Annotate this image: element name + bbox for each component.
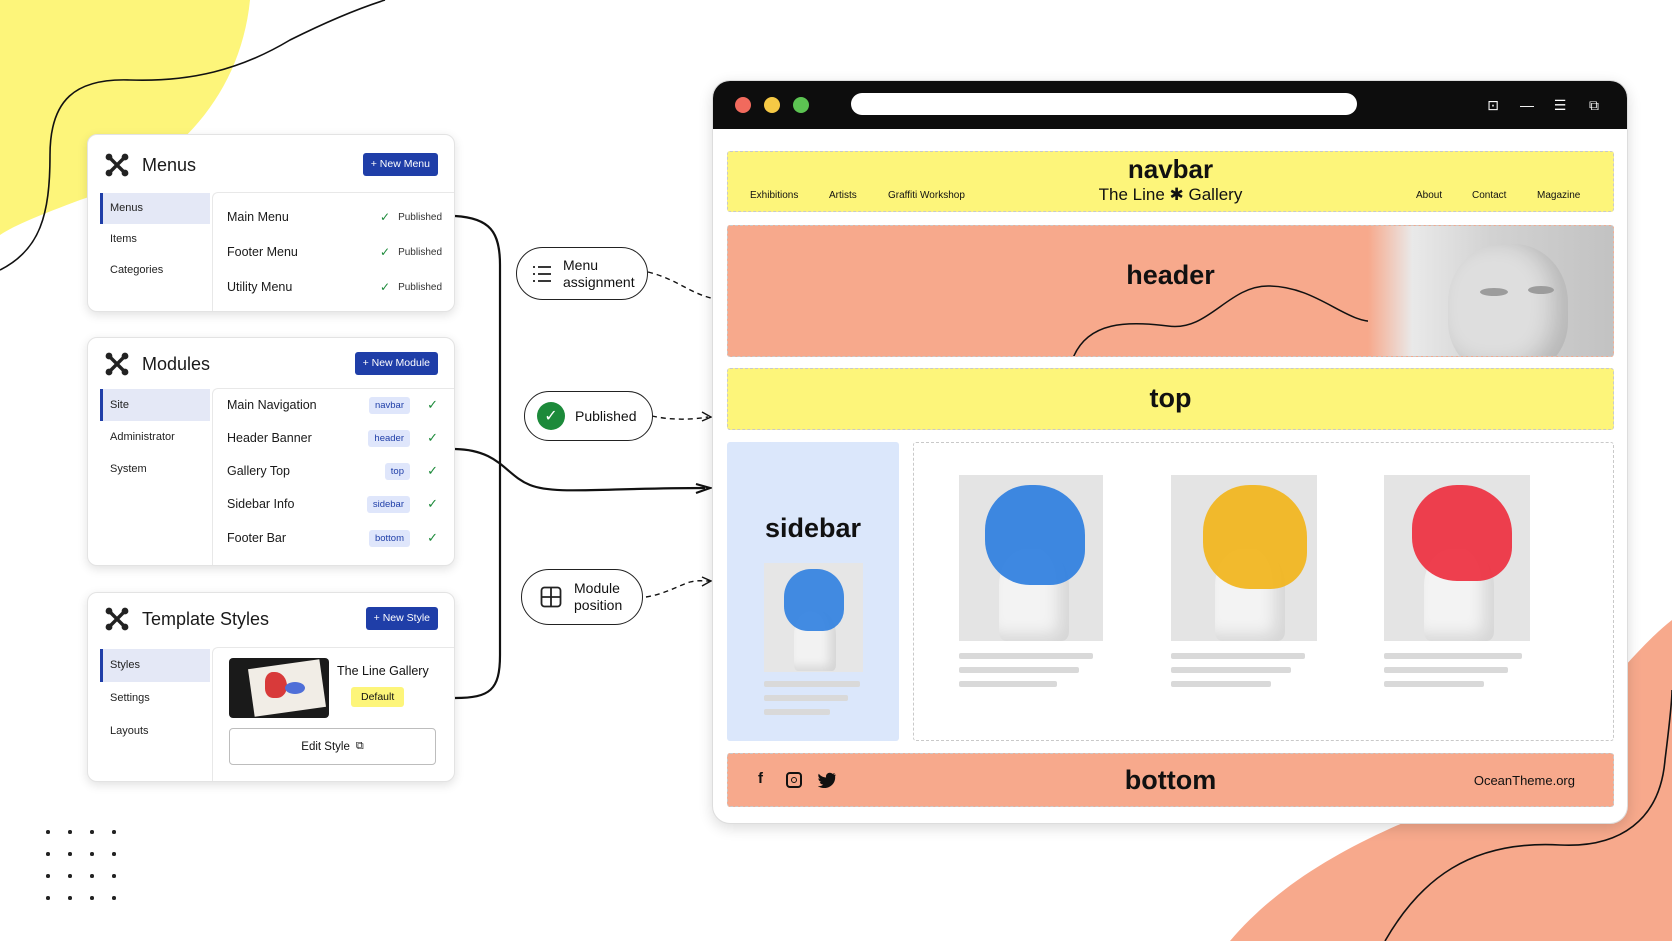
style-name: The Line Gallery [337, 664, 429, 678]
zone-label-header: header [1126, 260, 1215, 290]
gallery-image [959, 475, 1103, 641]
nav-link-magazine[interactable]: Magazine [1537, 190, 1581, 201]
sidebar-item-settings[interactable]: Settings [110, 692, 150, 704]
maximize-window-dot[interactable] [793, 97, 809, 113]
browser-titlebar: ⊡ — ☰ ⧉ [713, 81, 1627, 129]
style-panel: The Line Gallery Default Edit Style ⧉ [212, 647, 454, 781]
settings-icon[interactable]: ☰ [1553, 97, 1567, 113]
check-icon: ✓ [427, 397, 438, 412]
site-credit[interactable]: OceanTheme.org [1473, 773, 1575, 788]
position-badge: top [384, 462, 410, 480]
header-zone: header [727, 225, 1614, 357]
check-icon: ✓ [380, 245, 391, 259]
menu-list: Main Menu✓Published Footer Menu✓Publishe… [212, 192, 454, 311]
gallery-image [1171, 475, 1317, 641]
bottom-zone: f bottom OceanTheme.org [727, 753, 1614, 807]
facebook-icon[interactable]: f [758, 770, 763, 787]
zone-label-sidebar: sidebar [764, 513, 862, 543]
navbar-zone: navbar The Line ✱ Gallery Exhibitions Ar… [727, 151, 1614, 212]
published-label: ✓ Published [524, 391, 653, 441]
twitter-icon[interactable] [818, 772, 836, 788]
position-badge: navbar [368, 396, 410, 414]
check-circle-icon: ✓ [537, 402, 565, 430]
zone-label-top: top [1149, 383, 1192, 413]
sidebar-item-styles[interactable]: Styles [100, 649, 210, 682]
brand-name: The Line ✱ Gallery [1098, 185, 1243, 204]
nav-link-artists[interactable]: Artists [829, 190, 857, 201]
edit-style-button[interactable]: Edit Style ⧉ [229, 728, 436, 765]
minimize-window-dot[interactable] [764, 97, 780, 113]
check-icon: ✓ [427, 496, 438, 511]
new-style-button[interactable]: + New Style [365, 607, 438, 630]
menus-card: Menus + New Menu Menus Items Categories … [87, 134, 455, 312]
new-menu-button[interactable]: + New Menu [362, 153, 438, 176]
gallery-image [1384, 475, 1530, 641]
check-icon: ✓ [380, 210, 391, 224]
modules-card: Modules + New Module Site Administrator … [87, 337, 455, 566]
gallery-card[interactable] [959, 475, 1109, 687]
sidebar-image [764, 563, 863, 672]
list-item[interactable]: Utility Menu✓Published [227, 280, 442, 294]
default-badge: Default [351, 687, 405, 707]
joomla-icon [105, 153, 129, 177]
zone-label-navbar: navbar [1127, 154, 1214, 184]
sidebar-zone: sidebar [727, 442, 899, 741]
list-icon [533, 265, 551, 282]
sidebar-item-system[interactable]: System [110, 463, 147, 475]
expand-icon[interactable]: ⧉ [1589, 97, 1599, 113]
joomla-icon [105, 352, 129, 376]
zone-label-bottom: bottom [1124, 765, 1217, 795]
sidebar-item-layouts[interactable]: Layouts [110, 725, 149, 737]
external-link-icon: ⧉ [355, 740, 364, 752]
top-zone: top [727, 368, 1614, 430]
list-item[interactable]: Main Menu✓Published [227, 210, 442, 224]
minimize-icon[interactable]: — [1520, 97, 1534, 113]
nav-link-about[interactable]: About [1416, 190, 1443, 201]
check-icon: ✓ [427, 463, 438, 478]
statue-head-image [1368, 226, 1613, 356]
sidebar-item-site[interactable]: Site [100, 389, 210, 421]
position-badge: header [368, 429, 410, 447]
nav-link-graffiti-workshop[interactable]: Graffiti Workshop [888, 190, 965, 201]
gallery-card[interactable] [1384, 475, 1534, 687]
card-title: Template Styles [142, 608, 270, 629]
position-badge: sidebar [366, 495, 410, 513]
sidebar-item-administrator[interactable]: Administrator [110, 431, 175, 443]
browser-window: ⊡ — ☰ ⧉ navbar The Line ✱ Gallery Exhibi… [712, 80, 1628, 824]
sidebar-item-categories[interactable]: Categories [110, 264, 164, 276]
card-title: Modules [142, 353, 211, 374]
check-icon: ✓ [427, 430, 438, 445]
address-bar[interactable] [851, 93, 1357, 115]
sidebar-item-menus[interactable]: Menus [100, 193, 210, 224]
instagram-icon[interactable] [786, 772, 802, 788]
sidebar-item-items[interactable]: Items [110, 233, 137, 245]
nav-link-contact[interactable]: Contact [1472, 190, 1507, 201]
check-icon: ✓ [380, 280, 391, 294]
screenshot-icon[interactable]: ⊡ [1487, 97, 1499, 113]
close-window-dot[interactable] [735, 97, 751, 113]
gallery-card[interactable] [1171, 475, 1321, 687]
grid-icon [540, 586, 562, 608]
list-item[interactable]: Footer Menu✓Published [227, 245, 442, 259]
template-styles-card: Template Styles + New Style Styles Setti… [87, 592, 455, 782]
card-title: Menus [142, 154, 197, 175]
position-badge: bottom [368, 529, 410, 547]
nav-link-exhibitions[interactable]: Exhibitions [750, 190, 799, 201]
joomla-icon [105, 607, 129, 631]
main-content-zone [913, 442, 1614, 741]
style-thumbnail [229, 658, 329, 718]
new-module-button[interactable]: + New Module [354, 352, 438, 375]
check-icon: ✓ [427, 530, 438, 545]
